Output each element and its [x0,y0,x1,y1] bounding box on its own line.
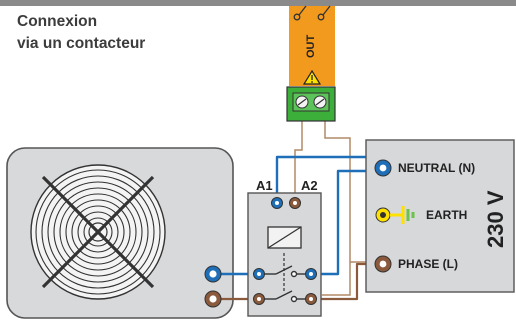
fan-terminals [204,265,222,308]
relay-contact-icon [293,5,331,21]
earth-label: EARTH [426,208,467,222]
diagram-title: Connexion via un contacteur [17,11,217,55]
phase-label: PHASE (L) [398,257,458,271]
title-line-2: via un contacteur [17,35,146,52]
a2-label: A2 [301,178,318,193]
neutral-label: NEUTRAL (N) [398,161,475,175]
earth-icon [375,206,415,224]
neutral-terminal [374,159,392,177]
contactor-coil-icon [267,226,302,249]
a1-label: A1 [256,178,273,193]
fan-icon [30,164,166,300]
out-relay-module: OUT [286,5,336,122]
mains-panel [365,139,515,293]
fan-unit [6,147,234,319]
phase-terminal [374,255,392,273]
warning-icon [302,69,322,85]
switch-contact-icon [264,265,306,303]
contactor-terminals [253,197,317,305]
voltage-label: 230 V [483,190,508,248]
out-label: OUT [305,35,317,59]
title-line-1: Connexion [17,13,98,30]
screw-terminal-icon [286,86,336,122]
contactor [247,192,322,317]
top-bar [0,0,516,6]
